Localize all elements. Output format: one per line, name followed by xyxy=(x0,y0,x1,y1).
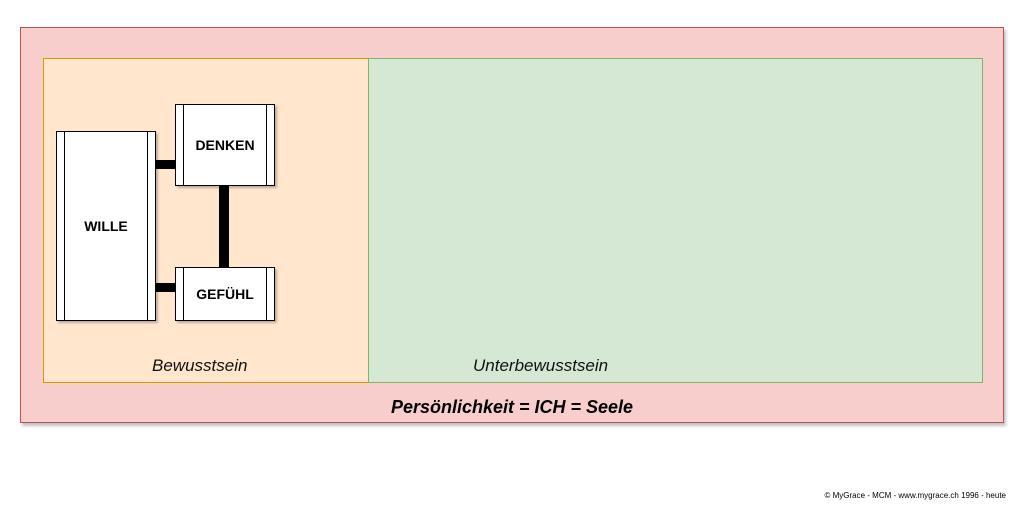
denken-label: DENKEN xyxy=(195,137,255,153)
connector-wille-denken xyxy=(156,160,175,169)
gefuehl-box: GEFÜHL xyxy=(175,267,275,321)
copyright-notice: © MyGrace - MCM - www.mygrace.ch 1996 - … xyxy=(824,491,1007,500)
diagram-title: Persönlichkeit = ICH = Seele xyxy=(390,397,634,417)
connector-wille-gefuehl xyxy=(156,283,175,292)
unconscious-region xyxy=(368,58,983,383)
wille-label: WILLE xyxy=(84,218,128,234)
gefuehl-label: GEFÜHL xyxy=(196,286,254,302)
unconscious-label: Unterbewusstsein xyxy=(473,356,609,375)
connector-denken-gefuehl xyxy=(219,186,229,267)
wille-box: WILLE xyxy=(56,131,156,321)
conscious-label: Bewusstsein xyxy=(152,356,248,375)
denken-box: DENKEN xyxy=(175,104,275,186)
